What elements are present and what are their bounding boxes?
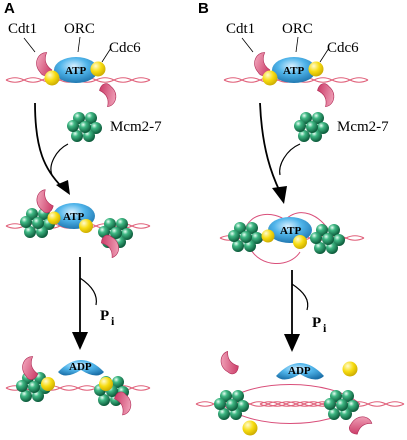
panel-a-pi-label: P (100, 308, 109, 324)
panel-a-mcm-free (67, 112, 102, 142)
panel-a-state-adp: ADP (69, 361, 92, 373)
panel-b-final-complex: ADP (195, 349, 405, 437)
panel-b-loaded-complex: ATP (219, 212, 365, 265)
panel-b-cdt1-label: Cdt1 (226, 21, 255, 37)
panel-b-pi-subscript: i (323, 321, 327, 335)
panel-b-letter: B (198, 0, 209, 17)
panel-a-state-atp-2: ATP (63, 211, 84, 223)
panel-b-initial-complex: ATP (223, 51, 369, 108)
panel-a-loaded-complex: ATP (5, 188, 151, 260)
panel-a-pi-subscript: i (111, 314, 115, 328)
panel-a-mcm-label: Mcm2-7 (110, 119, 162, 135)
panel-a-cdt1-label: Cdt1 (8, 21, 37, 37)
panel-b-pi-label: P (312, 315, 321, 331)
panel-a-final-complex: ADP (5, 355, 151, 417)
panel-a-cdc6-label: Cdc6 (109, 40, 141, 56)
panel-b-state-adp: ADP (288, 365, 311, 377)
panel-a-orc-label: ORC (64, 21, 95, 37)
panel-a-initial-complex: ATP (5, 51, 151, 108)
panel-b-cdc6-label: Cdc6 (327, 40, 359, 56)
panel-b-mcm-label: Mcm2-7 (337, 119, 389, 135)
panel-a-state-atp-1: ATP (65, 65, 86, 77)
panel-b-state-atp-2: ATP (280, 225, 301, 237)
panel-a-letter: A (4, 0, 15, 17)
panel-b-mcm-free (294, 112, 329, 142)
panel-b-state-atp-1: ATP (283, 65, 304, 77)
panel-b-orc-label: ORC (282, 21, 313, 37)
